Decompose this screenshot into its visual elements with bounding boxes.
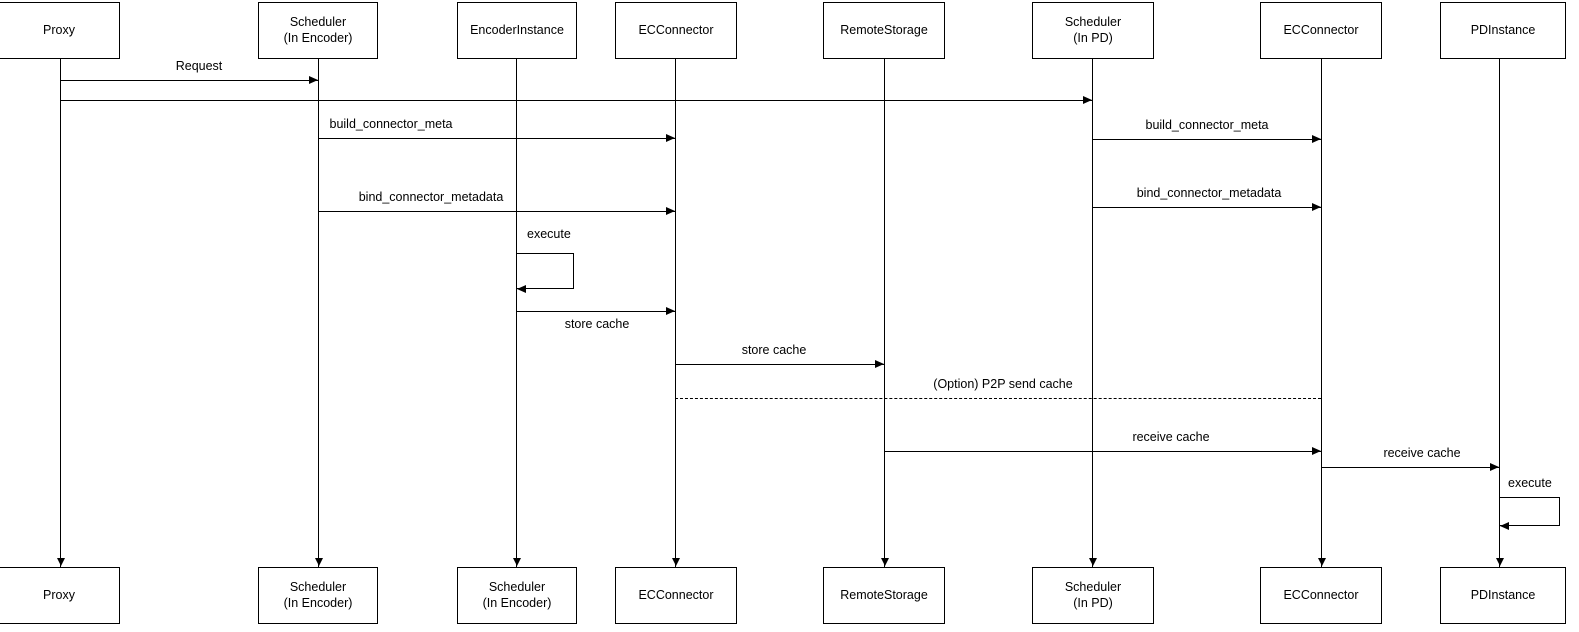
lifeline-arrowhead-sched_pd: [1088, 558, 1097, 566]
message-label-m11: receive cache: [1383, 446, 1461, 460]
message-line-m9: [675, 398, 1321, 399]
message-arrowhead-m11: [1490, 463, 1499, 471]
message-label-m4: build_connector_meta: [1145, 118, 1269, 132]
participant-label-bottom-encoder_inst: Scheduler (In Encoder): [482, 579, 552, 610]
participant-box-bottom-ec_conn_pd[interactable]: ECConnector: [1260, 567, 1382, 624]
participant-box-bottom-sched_pd[interactable]: Scheduler (In PD): [1032, 567, 1154, 624]
lifeline-arrowhead-encoder_inst: [512, 558, 521, 566]
lifeline-ec_conn_pd: [1321, 59, 1322, 567]
message-label-m7: store cache: [564, 317, 630, 331]
message-label-m5: bind_connector_metadata: [358, 190, 504, 204]
participant-label-top-pd_inst: PDInstance: [1470, 22, 1536, 37]
participant-label-bottom-remote_store: RemoteStorage: [840, 587, 928, 602]
message-arrowhead-m10: [1312, 447, 1321, 455]
participant-label-top-encoder_inst: EncoderInstance: [470, 22, 564, 37]
participant-label-bottom-sched_pd: Scheduler (In PD): [1064, 579, 1122, 610]
participant-label-bottom-proxy: Proxy: [43, 587, 75, 602]
message-arrowhead-m2: [1083, 96, 1092, 104]
message-arrowhead-m6: [1312, 203, 1321, 211]
message-line-m10: [884, 451, 1321, 452]
lifeline-arrowhead-proxy: [56, 558, 65, 566]
participant-label-bottom-ec_conn_pd: ECConnector: [1283, 587, 1359, 602]
participant-label-top-sched_pd: Scheduler (In PD): [1064, 14, 1122, 45]
participant-label-top-remote_store: RemoteStorage: [840, 22, 928, 37]
lifeline-encoder_inst: [516, 59, 517, 567]
message-arrowhead-m4: [1312, 135, 1321, 143]
message-line-m7: [516, 311, 675, 312]
participant-box-top-encoder_inst[interactable]: EncoderInstance: [457, 2, 577, 59]
self-message-arrowhead-s2: [1500, 522, 1509, 530]
participant-box-bottom-proxy[interactable]: Proxy: [0, 567, 120, 624]
participant-label-bottom-pd_inst: PDInstance: [1470, 587, 1536, 602]
participant-label-top-proxy: Proxy: [43, 22, 75, 37]
message-label-m6: bind_connector_metadata: [1136, 186, 1282, 200]
lifeline-arrowhead-ec_conn_pd: [1317, 558, 1326, 566]
message-line-m1: [60, 80, 318, 81]
participant-box-top-ec_conn_pd[interactable]: ECConnector: [1260, 2, 1382, 59]
message-line-m6: [1092, 207, 1321, 208]
message-line-m3: [318, 138, 675, 139]
self-message-loop-s2: [1500, 497, 1560, 526]
message-arrowhead-m5: [666, 207, 675, 215]
lifeline-sched_enc: [318, 59, 319, 567]
participant-label-bottom-ec_conn_enc: ECConnector: [638, 587, 714, 602]
participant-box-bottom-encoder_inst[interactable]: Scheduler (In Encoder): [457, 567, 577, 624]
self-message-arrowhead-s1: [517, 285, 526, 293]
lifeline-arrowhead-sched_enc: [314, 558, 323, 566]
message-arrowhead-m7: [666, 307, 675, 315]
lifeline-arrowhead-ec_conn_enc: [671, 558, 680, 566]
participant-box-top-ec_conn_enc[interactable]: ECConnector: [615, 2, 737, 59]
participant-box-top-sched_enc[interactable]: Scheduler (In Encoder): [258, 2, 378, 59]
message-arrowhead-m8: [875, 360, 884, 368]
participant-box-bottom-sched_enc[interactable]: Scheduler (In Encoder): [258, 567, 378, 624]
participant-box-top-pd_inst[interactable]: PDInstance: [1440, 2, 1566, 59]
message-line-m11: [1321, 467, 1499, 468]
message-label-m8: store cache: [741, 343, 807, 357]
lifeline-pd_inst: [1499, 59, 1500, 567]
lifeline-remote_store: [884, 59, 885, 567]
participant-box-top-proxy[interactable]: Proxy: [0, 2, 120, 59]
message-arrowhead-m3: [666, 134, 675, 142]
message-label-m3: build_connector_meta: [329, 117, 453, 131]
participant-label-top-sched_enc: Scheduler (In Encoder): [283, 14, 353, 45]
self-message-label-s2: execute: [1508, 476, 1552, 490]
participant-label-bottom-sched_enc: Scheduler (In Encoder): [283, 579, 353, 610]
self-message-loop-s1: [517, 253, 574, 289]
message-line-m4: [1092, 139, 1321, 140]
message-label-m9: (Option) P2P send cache: [933, 377, 1073, 391]
participant-box-top-remote_store[interactable]: RemoteStorage: [823, 2, 945, 59]
participant-box-top-sched_pd[interactable]: Scheduler (In PD): [1032, 2, 1154, 59]
message-line-m2: [60, 100, 1092, 101]
participant-label-top-ec_conn_pd: ECConnector: [1283, 22, 1359, 37]
lifeline-sched_pd: [1092, 59, 1093, 567]
lifeline-proxy: [60, 59, 61, 567]
message-label-m10: receive cache: [1132, 430, 1210, 444]
self-message-label-s1: execute: [527, 227, 571, 241]
message-line-m5: [318, 211, 675, 212]
lifeline-arrowhead-pd_inst: [1495, 558, 1504, 566]
participant-box-bottom-pd_inst[interactable]: PDInstance: [1440, 567, 1566, 624]
message-label-m1: Request: [175, 59, 223, 73]
participant-box-bottom-remote_store[interactable]: RemoteStorage: [823, 567, 945, 624]
lifeline-ec_conn_enc: [675, 59, 676, 567]
participant-box-bottom-ec_conn_enc[interactable]: ECConnector: [615, 567, 737, 624]
message-arrowhead-m1: [309, 76, 318, 84]
participant-label-top-ec_conn_enc: ECConnector: [638, 22, 714, 37]
lifeline-arrowhead-remote_store: [880, 558, 889, 566]
message-line-m8: [675, 364, 884, 365]
